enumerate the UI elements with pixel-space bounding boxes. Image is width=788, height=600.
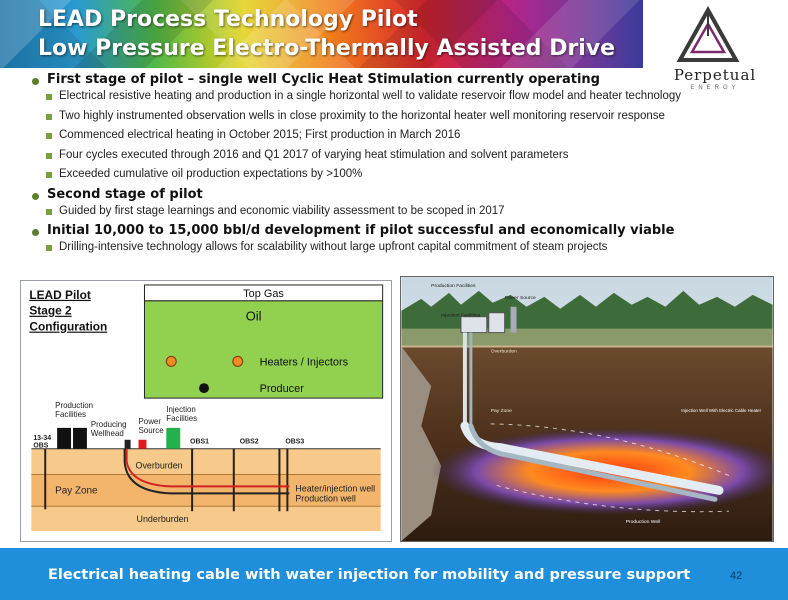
heater-well-illustration: Production Facilities Power Source Injec… [400,276,774,542]
power-source-label-2: Source [139,426,165,435]
footer-caption: Electrical heating cable with water inje… [48,567,691,583]
production-well-pipe [468,423,718,502]
power-source-label-1: Power [139,417,162,426]
injection-facilities-label-1: Injection [166,405,196,414]
logo-subtitle: ENERGY [690,85,740,91]
heater-injector-dot [232,355,244,367]
sub-bullet: Two highly instrumented observation well… [32,107,752,127]
page-number: 42 [730,570,743,582]
scene-injection-facilities-label: Injection Facilities [441,313,481,319]
footer-bar: Electrical heating cable with water inje… [0,548,788,600]
obs3-label: OBS3 [285,439,304,446]
perpetual-logo-icon [676,6,740,62]
pilot-configuration-diagram: LEAD Pilot Stage 2 Configuration Top Gas… [20,280,392,542]
well-13-34-label-1: 13-34 [33,435,51,442]
top-gas-label: Top Gas [243,288,284,300]
producing-wellhead-label-2: Wellhead [91,429,124,438]
sub-bullet: Guided by first stage learnings and econ… [32,202,752,222]
power-source-box [138,439,147,449]
subsurface-strata: Overburden Pay Zone Underburden [31,448,381,532]
injection-facility-box [166,427,181,449]
logo-wordmark: Perpetual [673,66,757,84]
scene-pay-zone-label: Pay Zone [491,408,512,414]
obs2-label: OBS2 [240,439,259,446]
underburden-label: Underburden [137,514,189,524]
reservoir-cross-section: Top Gas Oil Heaters / Injectors Producer [143,284,384,399]
diagram-title-line-1: LEAD Pilot [29,288,90,302]
slide-title-line-2: Low Pressure Electro-Thermally Assisted … [38,36,616,61]
sub-bullet: Electrical resistive heating and product… [32,87,752,107]
producer-dot [199,383,209,394]
producing-wellhead-label-1: Producing [91,420,127,429]
production-facilities-label-1: Production [55,401,93,410]
oil-label: Oil [246,309,262,324]
sub-bullet: Drilling-intensive technology allows for… [32,238,752,258]
scene-production-well-label: Production Well [626,519,661,525]
overburden-label: Overburden [136,461,183,471]
heaters-injectors-label: Heaters / Injectors [260,356,349,368]
scene-production-facilities-label: Production Facilities [431,283,476,289]
obs1-label: OBS1 [190,439,209,446]
production-well-label: Production well [295,493,356,503]
scene-power-source-label: Power Source [505,295,536,301]
diagram-title-line-3: Configuration [29,320,107,334]
well-paths [44,448,290,512]
bullet-development: Initial 10,000 to 15,000 bbl/d developme… [32,223,752,238]
heater-injection-well-label: Heater/injection well [295,483,375,493]
cut-edge [401,346,442,541]
sub-bullet: Exceeded cumulative oil production expec… [32,165,752,185]
diagram-title-line-2: Stage 2 [29,304,72,318]
sub-bullet: Four cycles executed through 2016 and Q1… [32,146,752,166]
title-banner: LEAD Process Technology Pilot Low Pressu… [0,0,643,68]
slide-title-line-1: LEAD Process Technology Pilot [38,7,418,32]
bullet-list: First stage of pilot – single well Cycli… [32,72,752,258]
bullet-stage-two: Second stage of pilot [32,187,752,202]
heater-injector-dot [165,355,177,367]
scene-injection-well-label: Injection Well With Electric Cable Heate… [681,408,761,413]
scene-overburden-label: Overburden [491,348,517,354]
bullet-stage-one: First stage of pilot – single well Cycli… [32,72,752,87]
sub-bullet: Commenced electrical heating in October … [32,126,752,146]
well-13-34-label-2: OBS [33,443,48,450]
injection-facilities-label-2: Facilities [166,414,197,423]
production-facilities-label-2: Facilities [55,410,86,419]
surface-facilities: Production Facilities Producing Wellhead… [33,401,304,450]
producer-label: Producer [260,383,305,395]
pay-zone-label: Pay Zone [55,485,98,496]
